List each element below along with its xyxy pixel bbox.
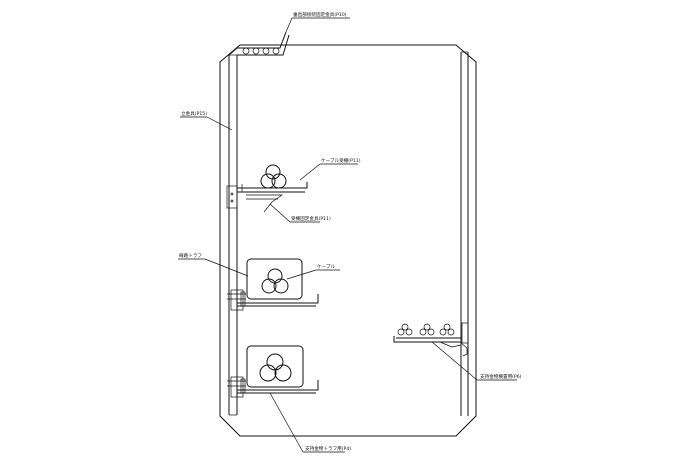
label-post: 立金具(P15) xyxy=(181,110,207,117)
label-trough-mount: 支持金物トラフ用(P4) xyxy=(305,445,351,452)
label-side-bracket: 支持金物横置用(P6) xyxy=(480,373,522,380)
tunnel-outline xyxy=(219,44,477,437)
left-post xyxy=(228,54,238,416)
label-cable-rack: ケーブル受棚(P11) xyxy=(321,157,361,164)
top-connecting-bracket xyxy=(228,31,290,56)
middle-trough xyxy=(227,258,319,311)
label-cable: ケーブル xyxy=(317,263,336,270)
right-post xyxy=(460,51,469,416)
label-shelf-bracket: 受棚固定金具(P11) xyxy=(291,215,331,222)
label-top-bracket: 垂直部接続固定金具(P10) xyxy=(293,11,347,18)
right-support-bracket xyxy=(393,322,469,357)
lower-trough xyxy=(227,345,319,398)
leader-lines xyxy=(178,17,517,453)
cable-rack xyxy=(226,164,308,213)
label-trough: 線路トラフ xyxy=(179,252,202,259)
